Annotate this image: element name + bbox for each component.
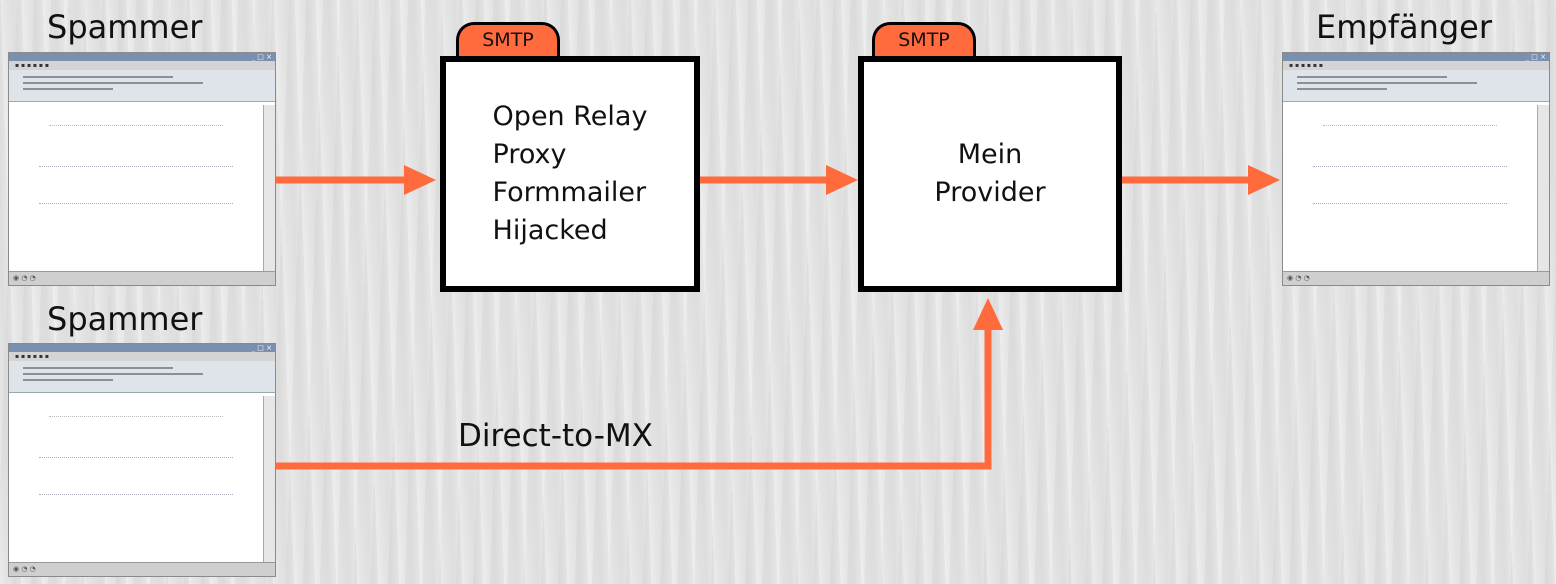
arrow-direct-to-mx	[276, 326, 992, 470]
arrowhead	[1248, 165, 1280, 195]
spam-email-window-icon: _ □ × ▪ ▪ ▪ ▪ ▪ ▪ ◉ ◔ ◔	[8, 52, 276, 286]
recipient-label: Empfänger	[1316, 8, 1493, 46]
relay-server-box: Open Relay Proxy Formmailer Hijacked	[440, 56, 700, 292]
arrowhead	[826, 165, 858, 195]
smtp-tab: SMTP	[456, 22, 560, 58]
spammer-label: Spammer	[47, 8, 203, 46]
spammer-label: Spammer	[47, 300, 203, 338]
provider-server-label: Mein Provider	[934, 139, 1046, 208]
arrowhead	[973, 298, 1003, 330]
relay-server-label: Open Relay Proxy Formmailer Hijacked	[492, 101, 648, 246]
smtp-tab: SMTP	[872, 22, 976, 58]
provider-server-box: Mein Provider	[858, 56, 1122, 292]
spam-email-window-icon: _ □ × ▪ ▪ ▪ ▪ ▪ ▪ ◉ ◔ ◔	[1282, 52, 1550, 286]
direct-to-mx-label: Direct-to-MX	[458, 418, 653, 454]
arrowhead	[404, 165, 436, 195]
spam-email-window-icon: _ □ × ▪ ▪ ▪ ▪ ▪ ▪ ◉ ◔ ◔	[8, 343, 276, 577]
